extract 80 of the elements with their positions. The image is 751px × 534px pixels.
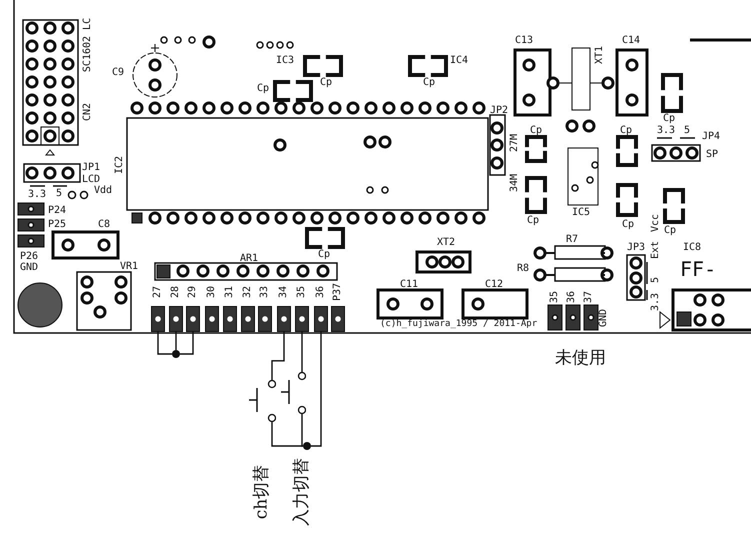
silkscreen-label: Ext (651, 240, 661, 260)
silkscreen-label: JP3 (627, 243, 646, 253)
silkscreen-label: IC8 (683, 243, 702, 253)
silkscreen-label: SP (706, 150, 718, 160)
handwritten-label: 入力切替 (294, 458, 310, 526)
pin-number: 28 (171, 286, 181, 298)
silkscreen-label: Cp (423, 78, 436, 88)
silkscreen-label: CN2 (83, 102, 93, 122)
pin-number: 29 (188, 286, 198, 298)
silkscreen-label: JP2 (490, 106, 508, 116)
pin-number: 31 (225, 286, 235, 298)
silkscreen-label: C12 (485, 280, 504, 290)
silkscreen-label: C11 (400, 280, 418, 290)
hand-drawn-wire (301, 332, 303, 372)
silkscreen-label: XT2 (437, 238, 456, 248)
silkscreen-label: P26 (20, 252, 38, 262)
silkscreen-label: IC5 (572, 208, 590, 218)
silkscreen-label: 3.3 (651, 292, 661, 312)
silkscreen-label: C13 (515, 36, 534, 46)
silkscreen-label: Cp (318, 250, 330, 260)
silkscreen-label: IC2 (115, 156, 125, 174)
silkscreen-label: C8 (98, 220, 110, 230)
hand-drawn-wire (271, 332, 285, 380)
pin-number: 30 (207, 286, 217, 298)
pin-number: 32 (243, 286, 253, 298)
pin-number: 34 (279, 286, 289, 298)
silkscreen-label: C9 (112, 68, 124, 78)
silkscreen-label: 37 (584, 290, 594, 304)
pin-number: P37 (333, 282, 343, 302)
silkscreen-label: Cp (664, 226, 676, 236)
silkscreen-label: Cp (620, 126, 632, 136)
silkscreen-label: JP1 (82, 163, 100, 173)
silkscreen-label: 36 (567, 290, 577, 304)
silkscreen-label: FF- (680, 259, 716, 279)
silkscreen-label: 3.3 (28, 190, 46, 200)
silkscreen-label: (c)h_fujiwara_1995 / 2011-Apr (380, 320, 538, 329)
hand-drawn-wire (175, 332, 177, 350)
silkscreen-label: 5 (56, 189, 62, 199)
silkscreen-label: Cp (530, 126, 542, 136)
hand-drawn-wire (271, 422, 303, 447)
silkscreen-label: Vcc (651, 214, 661, 232)
silkscreen-label: P25 (48, 220, 66, 230)
handwritten-label: ch切替 (254, 464, 270, 520)
silkscreen-label: 5 (651, 276, 661, 284)
silkscreen-label: IC3 (276, 56, 294, 66)
silkscreen-label: 27M (510, 134, 520, 152)
silkscreen-label: Cp (527, 216, 540, 226)
silkscreen-label: Cp (663, 114, 676, 124)
silkscreen-label: P24 (48, 206, 66, 216)
pin-number: 35 (297, 286, 307, 298)
silkscreen-label: AR1 (240, 254, 258, 264)
silkscreen-label: GND (20, 263, 38, 273)
silkscreen-label: Vdd (94, 186, 112, 196)
hand-drawn-wire (311, 332, 322, 447)
silkscreen-label: XT1 (595, 46, 605, 64)
silkscreen-label: 5 (684, 126, 690, 136)
silkscreen-label: 34M (510, 174, 520, 192)
silkscreen-label: IC4 (450, 56, 468, 66)
handwritten-note: 未使用 (555, 350, 606, 367)
silkscreen-label: R8 (517, 264, 530, 274)
silkscreen-label: Cp (257, 84, 270, 94)
silkscreen-label: R7 (566, 235, 578, 245)
silkscreen-label: GND (599, 308, 609, 328)
hand-drawn-wire (180, 332, 194, 355)
silkscreen-label: C14 (622, 36, 640, 46)
pin-number: 27 (153, 286, 163, 298)
silkscreen-label: SC1602 LC (83, 18, 93, 72)
silkscreen-label: 35 (550, 290, 560, 304)
silkscreen-label: LCD (82, 175, 100, 185)
junction-dot (303, 442, 311, 450)
silkscreen-label: VR1 (120, 262, 138, 272)
silkscreen-label: Cp (320, 78, 332, 88)
junction-dot (172, 350, 180, 358)
hand-drawn-wire (157, 332, 172, 355)
silkscreen-label: Cp (622, 220, 634, 230)
silkscreen-label: JP4 (702, 132, 720, 142)
silkscreen-label: 3.3 (657, 126, 676, 136)
hand-drawn-wire (301, 414, 304, 447)
pin-number: 33 (260, 286, 270, 298)
pin-number: 36 (316, 286, 326, 298)
